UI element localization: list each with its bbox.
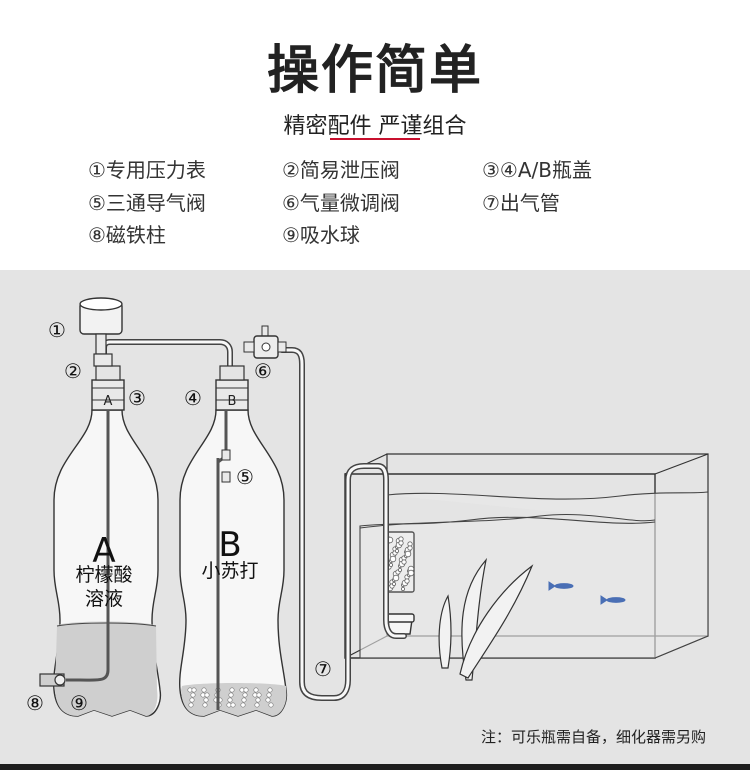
bubble	[400, 586, 405, 591]
suction-ball	[54, 674, 66, 686]
bubble	[398, 540, 404, 546]
part-label-pressure-gauge: ①专用压力表	[88, 158, 206, 182]
powder-grain	[253, 687, 259, 693]
page-subtitle: 精密配件 严谨组合	[283, 114, 467, 139]
bubble	[404, 578, 410, 584]
powder-grain	[203, 697, 209, 703]
aquarium-plants	[438, 557, 534, 681]
bubble	[392, 574, 400, 582]
powder-grain	[227, 697, 233, 703]
bottle-a-label-1: 柠檬酸	[75, 564, 132, 586]
callout-2: ②	[64, 359, 82, 383]
powder-grain	[265, 697, 271, 703]
bubble	[407, 545, 413, 551]
part-label-suction-ball: ⑨吸水球	[282, 223, 360, 247]
callout-6: ⑥	[254, 359, 272, 383]
powder-grain	[242, 692, 248, 698]
powder-grain	[255, 697, 261, 703]
callout-4: ④	[184, 386, 202, 410]
part-label-relief-valve: ②简易泄压阀	[282, 158, 400, 182]
powder-grain	[191, 687, 197, 693]
bottle-a-letter: A	[92, 531, 115, 571]
cap-a-mark: A	[104, 394, 113, 409]
powder-grain	[230, 702, 236, 708]
bottom-strip	[0, 764, 750, 770]
bottle-b-label: 小苏打	[201, 560, 258, 582]
powder-grain	[267, 687, 273, 693]
powder-grain	[256, 692, 262, 698]
powder-grain	[266, 692, 272, 698]
diagram-panel: A A 柠檬酸 溶液 B B 小苏打 ① ② ③ ④ ⑤	[0, 270, 750, 770]
powder-grain	[241, 697, 247, 703]
callout-7: ⑦	[314, 657, 332, 681]
powder-grain	[204, 692, 210, 698]
callout-3: ③	[128, 386, 146, 410]
powder-grain	[228, 692, 234, 698]
powder-grain	[189, 697, 195, 703]
powder-grain	[229, 687, 235, 693]
part-label-bottle-caps: ③④A/B瓶盖	[482, 158, 592, 182]
part-label-magnet-post: ⑧磁铁柱	[88, 223, 166, 247]
bubble	[397, 567, 402, 572]
co2-system-diagram: A A 柠檬酸 溶液 B B 小苏打 ① ② ③ ④ ⑤	[26, 297, 709, 717]
bubble	[404, 550, 412, 558]
pressure-gauge	[79, 297, 123, 355]
footnote: 注：可乐瓶需自备，细化器需另购	[480, 728, 706, 746]
powder-grain	[188, 702, 194, 708]
tee-valve	[221, 449, 231, 461]
bubble	[401, 559, 407, 565]
cap-b-mark: B	[228, 394, 237, 409]
powder-grain	[240, 702, 246, 708]
callout-1: ①	[48, 318, 66, 342]
callout-5: ⑤	[236, 465, 254, 489]
powder-grain	[243, 687, 249, 693]
bottle-b-letter: B	[218, 525, 241, 565]
callout-9: ⑨	[70, 691, 88, 715]
bubble	[391, 581, 396, 586]
part-label-tee-valve: ⑤三通导气阀	[88, 191, 206, 215]
part-label-needle-valve: ⑥气量微调阀	[282, 191, 400, 215]
powder-grain	[268, 702, 274, 708]
powder-grain	[190, 692, 196, 698]
bubble	[389, 555, 397, 563]
powder-grain	[201, 687, 207, 693]
bottle-b	[178, 365, 288, 717]
bubble	[407, 569, 415, 577]
powder-grain	[202, 702, 208, 708]
callouts: ① ② ③ ④ ⑤ ⑥ ⑦ ⑧ ⑨	[26, 318, 332, 715]
bottle-a-label-2: 溶液	[85, 588, 123, 610]
subtitle-underline	[330, 138, 420, 140]
callout-8: ⑧	[26, 691, 44, 715]
bubble	[388, 562, 393, 567]
powder-grain	[254, 702, 260, 708]
bubble	[394, 548, 399, 553]
bottle-a	[39, 365, 162, 717]
needle-valve	[243, 325, 287, 359]
relief-valve	[93, 353, 113, 367]
page-title: 操作简单	[266, 41, 483, 101]
fish-icon	[548, 581, 626, 605]
part-label-outlet-tube: ⑦出气管	[482, 191, 560, 215]
